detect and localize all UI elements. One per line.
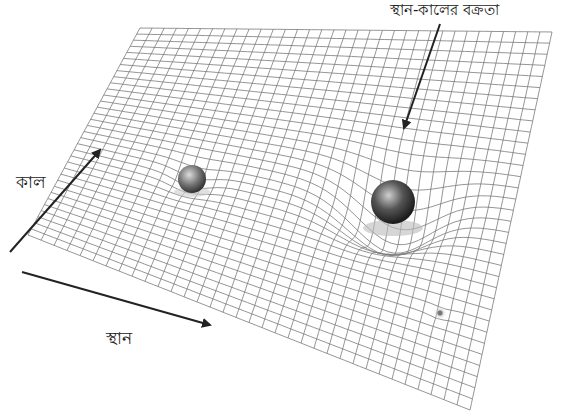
grid-line xyxy=(431,32,516,395)
grid-line xyxy=(31,229,472,399)
grid-line xyxy=(405,31,491,384)
tiny-mass-glow xyxy=(433,306,447,320)
grid-line xyxy=(48,199,485,344)
space-axis-arrow xyxy=(22,272,210,325)
grid-line xyxy=(87,125,513,229)
grid-line xyxy=(61,174,494,299)
grid-line xyxy=(51,192,487,332)
grid-line xyxy=(54,186,489,321)
curvature-label: স্থান-কালের বক্রতা xyxy=(388,1,501,19)
grid-line xyxy=(35,223,475,388)
grid-line xyxy=(444,32,528,400)
grid-line xyxy=(45,205,483,355)
space-label: স্থান xyxy=(104,328,134,348)
time-axis-arrow xyxy=(10,150,100,252)
grid-line xyxy=(41,211,479,366)
spacetime-grid xyxy=(28,28,552,410)
grid-line xyxy=(262,30,358,328)
tiny-mass xyxy=(438,311,443,316)
grid-line xyxy=(340,31,431,359)
grid-line xyxy=(77,144,506,256)
large-mass xyxy=(371,180,415,224)
grid-line xyxy=(84,132,511,245)
grid-line xyxy=(249,30,346,323)
grid-line xyxy=(470,32,552,410)
grid-line xyxy=(288,30,382,338)
grid-line xyxy=(28,235,470,410)
grid-line xyxy=(275,30,370,333)
grid-line xyxy=(91,119,516,210)
grid-line xyxy=(236,30,334,318)
grid-line xyxy=(327,31,419,354)
time-label: কাল xyxy=(14,172,48,192)
grid-line xyxy=(74,150,504,255)
grid-line xyxy=(457,32,540,405)
grid-line xyxy=(418,32,504,390)
grid-line xyxy=(58,180,492,310)
small-mass xyxy=(178,165,206,193)
grid-line xyxy=(38,217,477,377)
curvature-leader-arrow xyxy=(404,24,440,128)
